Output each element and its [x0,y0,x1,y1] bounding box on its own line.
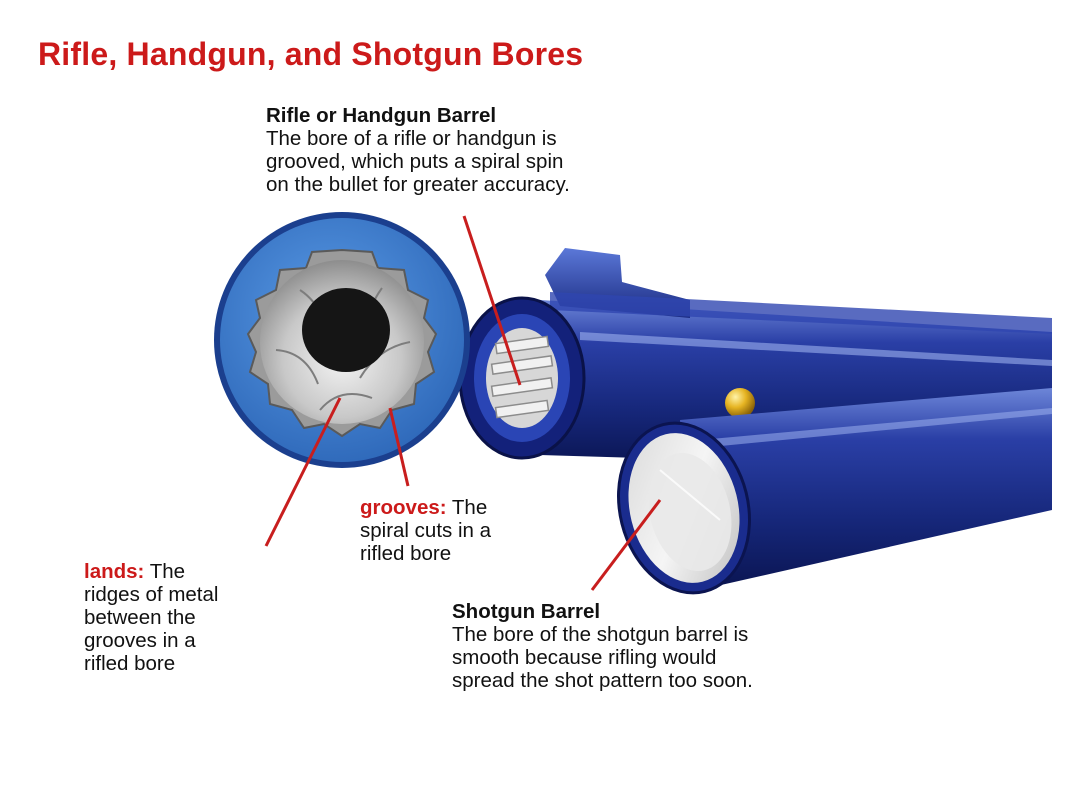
rifle-barrel-line-2: grooved, which puts a spiral spin [266,150,564,173]
leader-shotgun-barrel [590,499,662,591]
rifle-barrel-line-3: on the bullet for greater accuracy. [266,173,570,196]
lands-line-2: between the [84,606,196,629]
leader-lines [264,215,662,591]
label-lands: lands: The ridges of metal between the g… [84,560,218,675]
lands-line-4: rifled bore [84,652,176,675]
lands-term: lands: [84,560,145,583]
lands-first-line: The [144,560,186,583]
grooves-first-line: The [446,496,488,519]
leader-grooves [388,407,410,487]
grooves-line-1: spiral cuts in a [360,519,492,542]
shotgun-barrel-line-1: The bore of the shotgun barrel is [452,623,749,646]
shotgun-barrel [617,388,1052,595]
shotgun-barrel-line-3: spread the shot pattern too soon. [452,669,753,692]
grooves-line-2: rifled bore [360,542,452,565]
lands-line-3: grooves in a [84,629,196,652]
diagram-title: Rifle, Handgun, and Shotgun Bores [38,36,584,72]
label-rifle-barrel: Rifle or Handgun Barrel The bore of a ri… [266,104,570,196]
label-grooves: grooves: The spiral cuts in a rifled bor… [360,496,491,565]
leader-lands [264,397,342,547]
grooves-term: grooves: [360,496,447,519]
label-shotgun-barrel: Shotgun Barrel The bore of the shotgun b… [452,600,753,692]
lands-line-1: ridges of metal [84,583,219,606]
shotgun-barrel-line-2: smooth because rifling would [452,646,717,669]
bore-cross-section [214,212,470,468]
rifle-barrel-line-1: The bore of a rifle or handgun is [266,127,557,150]
leader-rifle-barrel [462,215,522,386]
shotgun-barrel-heading: Shotgun Barrel [452,600,601,623]
bore-hole [302,288,390,372]
bead-sight [725,388,755,418]
rifle-barrel-heading: Rifle or Handgun Barrel [266,104,497,127]
